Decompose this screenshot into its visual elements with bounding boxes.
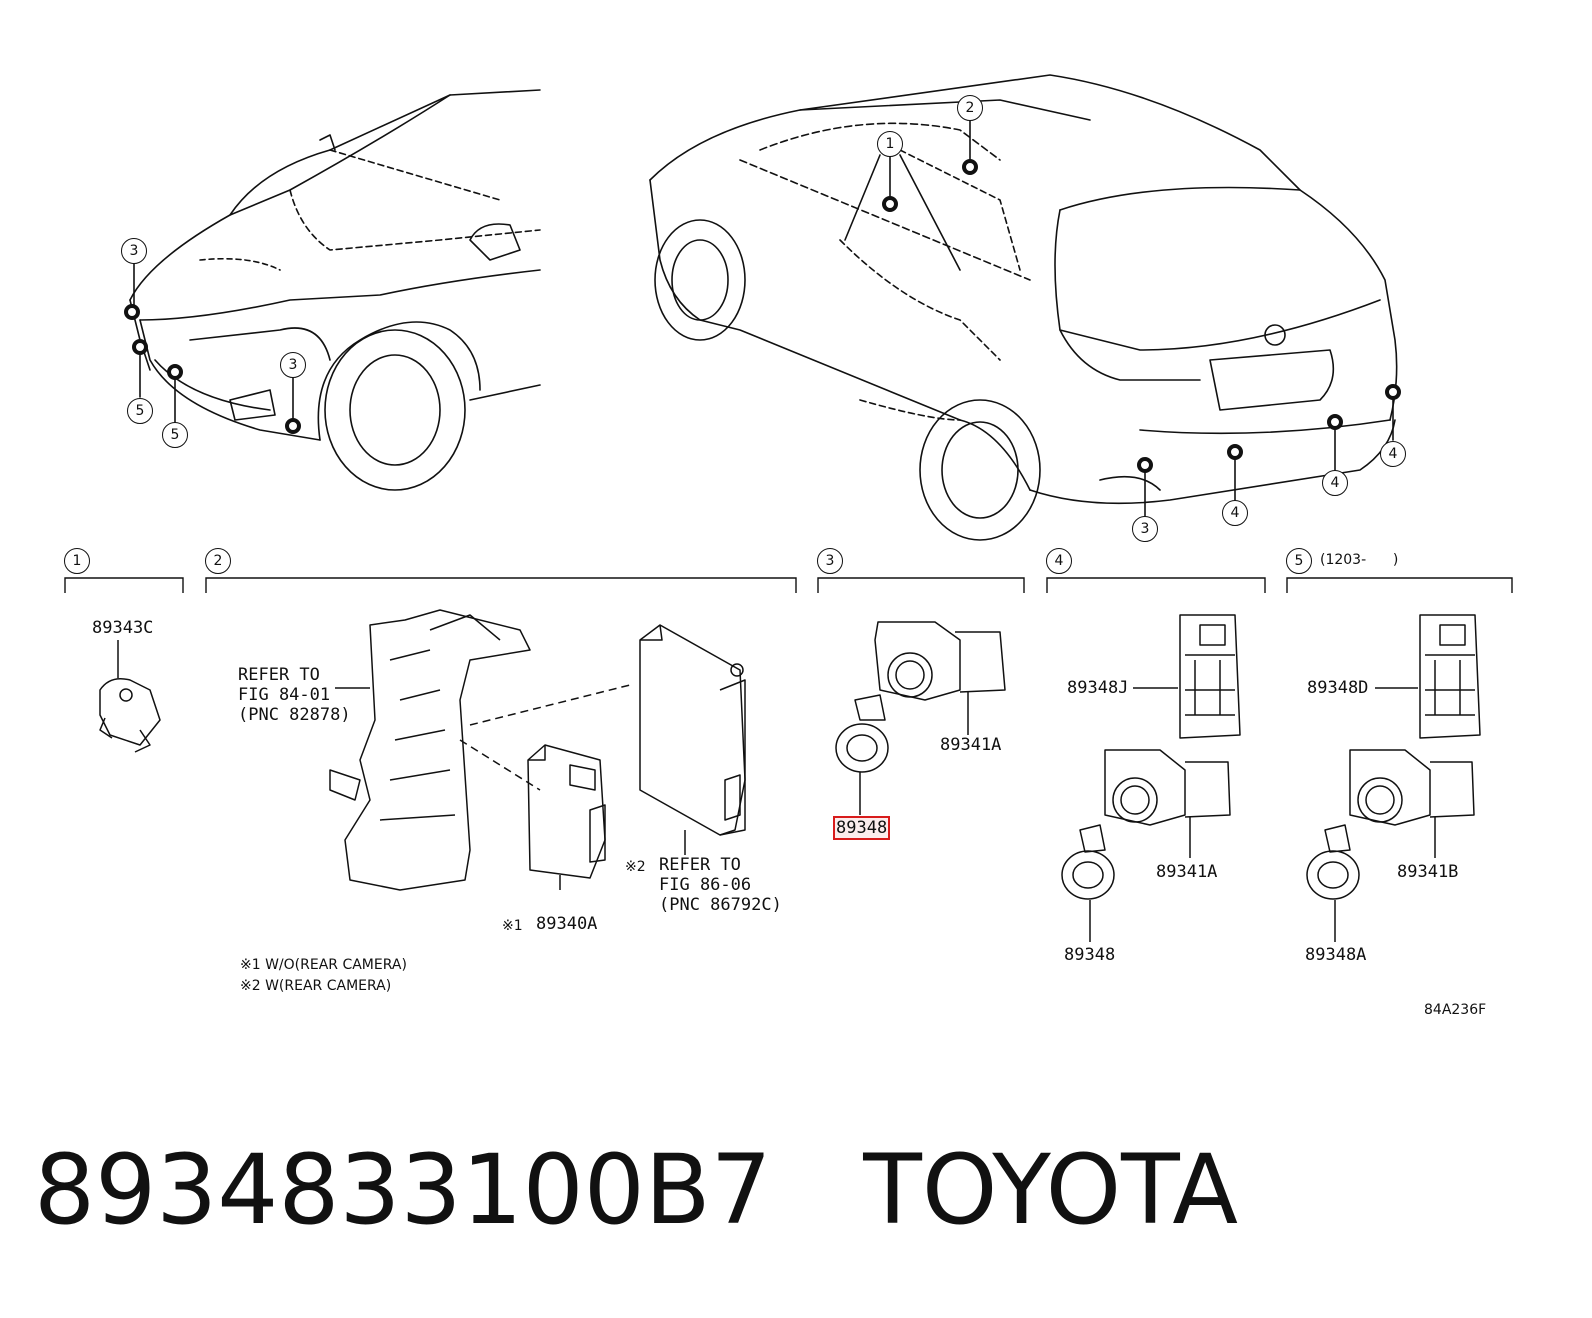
- refer-label2-line1: REFER TO: [659, 855, 741, 875]
- figure-code: 84A236F: [1424, 1002, 1487, 1018]
- part-89340A-drawing: [527, 744, 606, 890]
- callout-4: 4: [1222, 500, 1248, 526]
- refer-label-line3: (PNC 82878): [238, 705, 351, 725]
- parts-diagram: [64, 74, 1513, 942]
- rear-car-illustration: [649, 74, 1398, 541]
- part-label-89343C: 89343C: [92, 618, 154, 638]
- refer-label-line2: FIG 84-01: [238, 685, 331, 705]
- group-1-marker: 1: [64, 548, 90, 574]
- note-without-rear-camera: ※1 W/O(REAR CAMERA): [240, 957, 407, 973]
- group-3-marker: 3: [817, 548, 843, 574]
- group5-sensor-drawing: [1306, 614, 1481, 942]
- front-car-illustration: [129, 89, 541, 491]
- callout-3: 3: [280, 352, 306, 378]
- note-mark-1: ※1: [502, 918, 523, 934]
- footer-brand: TOYOTA: [863, 1134, 1239, 1246]
- group4-sensor-drawing: [1061, 614, 1241, 942]
- part-label-89348J: 89348J: [1067, 678, 1129, 698]
- bracket-drawing: [329, 609, 531, 891]
- callout-4: 4: [1380, 441, 1406, 467]
- part-label-89348-highlighted[interactable]: 89348: [832, 816, 891, 840]
- refer-label-line1: REFER TO: [238, 665, 320, 685]
- part-label-89341A: 89341A: [1156, 862, 1218, 882]
- group3-sensor-drawing: [835, 621, 1006, 815]
- refer-label2-line2: FIG 86-06: [659, 875, 752, 895]
- group-5-note: (1203- ): [1320, 552, 1399, 568]
- callout-3: 3: [1132, 516, 1158, 542]
- group-2-marker: 2: [205, 548, 231, 574]
- footer-part-number: 8934833100B7: [34, 1134, 772, 1246]
- callout-1: 1: [877, 131, 903, 157]
- refer-label2-line3: (PNC 86792C): [659, 895, 782, 915]
- group-5-marker: 5: [1286, 548, 1312, 574]
- part-label-89348: 89348: [1064, 945, 1116, 965]
- part-label-89348A: 89348A: [1305, 945, 1367, 965]
- callout-3: 3: [121, 238, 147, 264]
- group-4-marker: 4: [1046, 548, 1072, 574]
- callout-5: 5: [162, 422, 188, 448]
- part-label-89340A: 89340A: [536, 914, 598, 934]
- part-label-89341B: 89341B: [1397, 862, 1459, 882]
- note-with-rear-camera: ※2 W(REAR CAMERA): [240, 978, 392, 994]
- part-89343C-drawing: [99, 640, 161, 753]
- part-label-89348D: 89348D: [1307, 678, 1369, 698]
- callout-4: 4: [1322, 470, 1348, 496]
- note-mark-2: ※2: [625, 859, 646, 875]
- footer-title: 8934833100B7 TOYOTA: [34, 1135, 1238, 1245]
- callout-5: 5: [127, 398, 153, 424]
- callout-2: 2: [957, 95, 983, 121]
- part-label-89341A: 89341A: [940, 735, 1002, 755]
- ecu-drawing: [639, 624, 746, 855]
